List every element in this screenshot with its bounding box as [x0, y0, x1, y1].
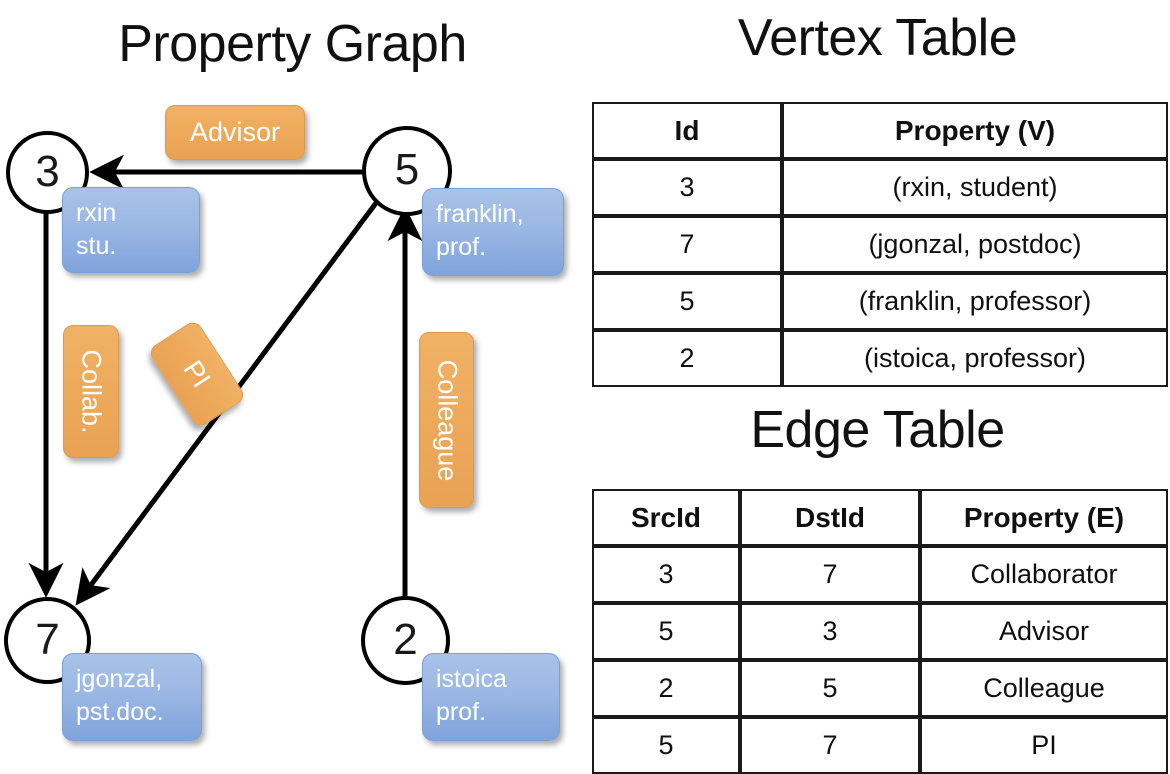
edge-row-0-dst: 7 [740, 546, 920, 603]
vertex-row-3-id: 2 [592, 330, 782, 387]
graph-node-3-label: 3 [35, 146, 60, 196]
edge-row-0-src: 3 [592, 546, 740, 603]
edge-row-3-property: PI [920, 717, 1168, 774]
edge-label-collab[interactable]: Collab. [63, 325, 119, 458]
node-property-rxin-line2: stu. [76, 232, 117, 260]
edge-row-1-dst: 3 [740, 603, 920, 660]
edge-row-2-property: Colleague [920, 660, 1168, 717]
vertex-table-header-id: Id [592, 102, 782, 159]
vertex-table-row: 3 (rxin, student) [592, 159, 1168, 216]
node-property-box-jgonzal[interactable]: jgonzal, pst.doc. [62, 653, 202, 741]
node-property-franklin-line2: prof. [436, 233, 487, 261]
edge-label-pi-text: PI [177, 354, 217, 393]
edge-row-1-property: Advisor [920, 603, 1168, 660]
vertex-table-row: 5 (franklin, professor) [592, 273, 1168, 330]
edge-label-colleague[interactable]: Colleague [419, 332, 474, 508]
edge-table-row: 3 7 Collaborator [592, 546, 1168, 603]
edge-row-2-dst: 5 [740, 660, 920, 717]
graph-node-5-label: 5 [394, 145, 420, 194]
vertex-table-row: 2 (istoica, professor) [592, 330, 1168, 387]
edge-label-advisor[interactable]: Advisor [165, 105, 305, 160]
node-property-box-istoica[interactable]: istoica prof. [422, 653, 560, 741]
vertex-row-2-id: 5 [592, 273, 782, 330]
node-property-box-franklin[interactable]: franklin, prof. [422, 188, 564, 276]
node-property-jgonzal-line1: jgonzal, [76, 665, 163, 693]
edge-label-colleague-text: Colleague [432, 359, 462, 481]
edge-table-row: 5 7 PI [592, 717, 1168, 774]
vertex-table: Id Property (V) 3 (rxin, student) 7 (jgo… [592, 102, 1168, 387]
page-title-edge-table: Edge Table [750, 401, 1005, 459]
edge-table: SrcId DstId Property (E) 3 7 Collaborato… [592, 489, 1168, 774]
node-property-box-rxin[interactable]: rxin stu. [62, 187, 200, 273]
node-property-rxin-line1: rxin [76, 199, 117, 227]
edge-table-header-property: Property (E) [920, 489, 1168, 546]
vertex-table-header-row: Id Property (V) [592, 102, 1168, 159]
vertex-row-3-property: (istoica, professor) [782, 330, 1168, 387]
edge-row-3-dst: 7 [740, 717, 920, 774]
edge-table-row: 2 5 Colleague [592, 660, 1168, 717]
edge-table-header-srcid: SrcId [592, 489, 740, 546]
edge-label-collab-text: Collab. [76, 349, 107, 434]
graph-node-2[interactable]: 2 [361, 596, 450, 685]
page-title-vertex-table: Vertex Table [737, 9, 1018, 67]
vertex-row-0-property: (rxin, student) [782, 159, 1168, 216]
edge-row-3-src: 5 [592, 717, 740, 774]
edge-row-1-src: 5 [592, 603, 740, 660]
edge-table-row: 5 3 Advisor [592, 603, 1168, 660]
edge-row-2-src: 2 [592, 660, 740, 717]
node-property-franklin-line1: franklin, [436, 200, 524, 228]
vertex-row-2-property: (franklin, professor) [782, 273, 1168, 330]
edge-table-header-dstid: DstId [740, 489, 920, 546]
edge-table-header-row: SrcId DstId Property (E) [592, 489, 1168, 546]
property-graph-diagram: 3 5 7 2 rxin stu. franklin, prof. jgonza… [0, 0, 585, 760]
graph-node-7-label: 7 [35, 614, 60, 664]
page-title-property-graph: Property Graph [118, 15, 467, 73]
vertex-table-row: 7 (jgonzal, postdoc) [592, 216, 1168, 273]
vertex-row-1-property: (jgonzal, postdoc) [782, 216, 1168, 273]
vertex-row-1-id: 7 [592, 216, 782, 273]
graph-node-2-label: 2 [393, 614, 418, 664]
edge-label-advisor-text: Advisor [189, 117, 281, 147]
node-property-istoica-line2: prof. [436, 698, 487, 726]
node-property-jgonzal-line2: pst.doc. [76, 698, 164, 726]
edge-row-0-property: Collaborator [920, 546, 1168, 603]
node-property-istoica-line1: istoica [436, 665, 507, 693]
vertex-table-header-property: Property (V) [782, 102, 1168, 159]
vertex-row-0-id: 3 [592, 159, 782, 216]
